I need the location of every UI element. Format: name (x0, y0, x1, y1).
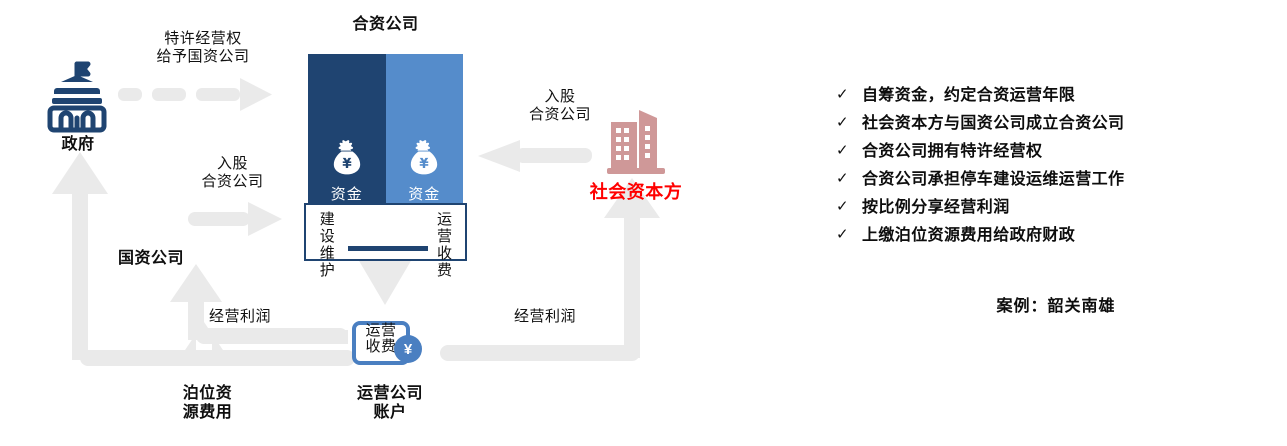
government-building-icon (47, 61, 107, 133)
flow-label-invest-left: 入股 合资公司 (201, 155, 264, 190)
arrow-head-left (478, 140, 520, 172)
office-building-icon (607, 110, 665, 174)
check-icon: ✓ (836, 114, 849, 131)
arrow-shaft (196, 328, 348, 344)
arrow-head-up (604, 178, 660, 218)
check-icon: ✓ (836, 198, 849, 215)
arrow-shaft (440, 345, 640, 361)
arrow-head-right (248, 202, 282, 236)
yen-badge-icon: ¥ (394, 335, 422, 363)
flow-label-concession: 特许经营权 给予国资公司 (156, 30, 250, 65)
bullet-item-text: 社会资本方与国资公司成立合资公司 (862, 115, 1125, 132)
bullet-item-text: 合资公司拥有特许经营权 (862, 143, 1043, 160)
berth-resource-fee-label: 泊位资 源费用 (182, 385, 233, 421)
jv-operate-charge-label: 运营收费 (435, 211, 452, 279)
flow-label-profit-right: 经营利润 (513, 308, 576, 325)
arrow-shaft (80, 350, 355, 366)
bullet-item-text: 按比例分享经营利润 (862, 199, 1010, 216)
check-icon: ✓ (836, 170, 849, 187)
bullet-item-text: 上缴泊位资源费用给政府财政 (862, 227, 1076, 244)
check-icon: ✓ (836, 142, 849, 159)
joint-venture-box: 资金 资金 (308, 54, 463, 214)
list-item: ✓ 上缴泊位资源费用给政府财政 (836, 226, 1276, 246)
dash-segment (196, 88, 240, 101)
flow-label-invest-right: 入股 合资公司 (528, 88, 591, 123)
jv-private-share: 资金 (385, 54, 463, 214)
jv-state-share: 资金 (308, 54, 386, 214)
arrow-head-right (240, 78, 272, 111)
case-note: 案例：韶关南雄 (996, 298, 1116, 315)
bullet-item-text: 自筹资金，约定合资运营年限 (862, 87, 1076, 104)
list-item: ✓ 社会资本方与国资公司成立合资公司 (836, 114, 1276, 134)
operating-account-icon: 运营 收费 ¥ (352, 321, 428, 367)
account-card-line2: 收费 (365, 337, 397, 355)
dash-segment (152, 88, 186, 101)
government-label: 政府 (61, 136, 95, 153)
arrow-shaft (188, 212, 250, 226)
private-capital-label: 社会资本方 (589, 182, 683, 202)
arrow-head-up (52, 152, 108, 194)
joint-venture-title: 合资公司 (352, 16, 419, 33)
dash-segment (118, 88, 142, 101)
jv-divider-line (348, 246, 428, 251)
bullet-item-text: 合资公司承担停车建设运维运营工作 (862, 171, 1125, 188)
flow-label-profit-left: 经营利润 (208, 308, 271, 325)
arrow-head-up (170, 264, 222, 302)
arrow-shaft (188, 300, 204, 340)
jv-build-maintain-label: 建设维护 (317, 211, 335, 279)
account-card-line1: 运营 (365, 322, 397, 339)
check-icon: ✓ (836, 226, 849, 243)
arrow-shaft (624, 210, 640, 358)
jv-right-fund-label: 资金 (408, 186, 441, 203)
list-item: ✓ 按比例分享经营利润 (836, 198, 1276, 218)
arrow-shaft (72, 190, 88, 360)
state-company-label: 国资公司 (117, 250, 184, 267)
check-icon: ✓ (836, 86, 849, 103)
bullet-list: ✓ 自筹资金，约定合资运营年限 ✓ 社会资本方与国资公司成立合资公司 ✓ 合资公… (836, 86, 1276, 254)
list-item: ✓ 合资公司承担停车建设运维运营工作 (836, 170, 1276, 190)
list-item: ✓ 自筹资金，约定合资运营年限 (836, 86, 1276, 106)
arrow-shaft (516, 148, 592, 163)
money-bag-icon (333, 140, 360, 175)
jv-left-fund-label: 资金 (330, 186, 363, 203)
joint-venture-roles-box: 建设维护 运营收费 (304, 203, 467, 279)
money-bag-icon (411, 140, 438, 175)
list-item: ✓ 合资公司拥有特许经营权 (836, 142, 1276, 162)
operating-account-label: 运营公司 账户 (356, 385, 423, 421)
